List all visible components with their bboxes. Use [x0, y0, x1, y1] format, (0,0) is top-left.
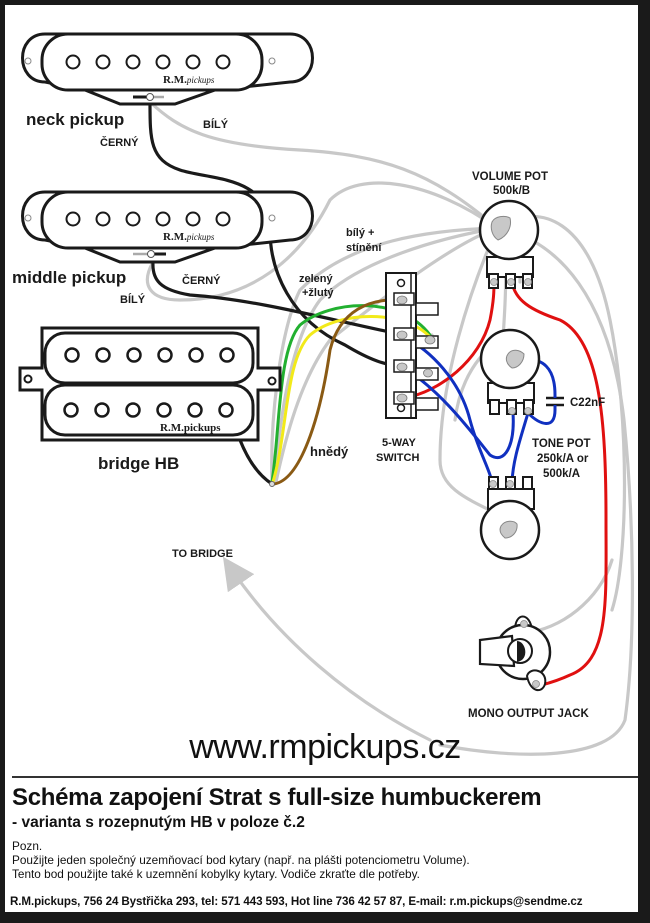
contact-info: R.M.pickups, 756 24 Bystřička 293, tel: …: [10, 895, 583, 908]
wire-red-vol-to-jack: [510, 280, 608, 688]
website-url: www.rmpickups.cz: [189, 728, 461, 766]
neck-white-wire-label: BÍLÝ: [203, 118, 229, 131]
middle-pickup: R.M.pickups: [21, 190, 314, 264]
tone-pot-label-1: TONE POT: [532, 438, 591, 450]
wire-shield-2: [272, 226, 499, 484]
middle-white-wire-label: BÍLÝ: [120, 293, 146, 306]
wire-blue-switch1-to-tone: [402, 335, 494, 484]
diagram-subtitle: - varianta s rozepnutým HB v poloze č.2: [12, 814, 305, 831]
diagram-title: Schéma zapojení Strat s full-size humbuc…: [12, 784, 542, 811]
tone-pot-label-3: 500k/A: [543, 468, 580, 480]
volume-pot-label-1: VOLUME POT: [472, 171, 548, 183]
diagram-sheet: [5, 5, 638, 912]
wire-blue-cap-to-lug3: [526, 408, 557, 425]
note-line-1: Použijte jeden společný uzemňovací bod k…: [12, 853, 470, 867]
capacitor: [546, 395, 564, 410]
tone-pot-2: [479, 476, 541, 561]
middle-pickup-label: middle pickup: [12, 268, 126, 287]
switch-label-1: 5-WAY: [382, 437, 416, 449]
bridge-pickup-label: bridge HB: [98, 454, 179, 473]
bridge-brand-label: R.M.pickups: [160, 422, 221, 434]
to-bridge-label: TO BRIDGE: [172, 548, 233, 560]
wire-jack-ground: [522, 558, 614, 635]
white-wires: [145, 100, 635, 756]
wire-vol-right-outer: [438, 226, 635, 756]
footer-divider: [12, 776, 638, 778]
note-heading: Pozn.: [12, 839, 43, 853]
middle-brand-label: R.M.pickups: [163, 231, 215, 243]
volume-pot: [478, 199, 540, 289]
wire-to-bridge: [222, 556, 432, 742]
white-shield-label-2: stínění: [346, 242, 382, 254]
middle-black-wire-label: ČERNÝ: [182, 274, 221, 287]
brown-wire-label: hnědý: [310, 444, 349, 459]
bridge-humbucker: R.M.pickups: [18, 326, 282, 487]
green-yellow-label-1: zelený: [299, 273, 334, 285]
wire-shield-1: [270, 226, 499, 482]
notes-block: Pozn. Použijte jeden společný uzemňovací…: [12, 839, 470, 881]
wire-brown: [272, 298, 404, 486]
neck-brand-label: R.M.pickups: [163, 74, 215, 86]
white-shield-label-1: bílý +: [346, 227, 374, 239]
wire-middle-white: [145, 181, 499, 302]
wire-shield-3: [274, 226, 499, 484]
wire-vol-to-right-loop: [495, 214, 627, 612]
note-line-2: Tento bod použijte také k uzemnění kobyl…: [12, 867, 420, 881]
neck-black-wire-label: ČERNÝ: [100, 136, 139, 149]
neck-pickup-label: neck pickup: [26, 110, 124, 129]
wire-hb-ground: [238, 438, 274, 486]
capacitor-label: C22nF: [570, 397, 605, 409]
output-jack: [478, 615, 552, 692]
tone-pot-1: [479, 328, 541, 415]
jack-label: MONO OUTPUT JACK: [468, 708, 589, 720]
wire-middle-black: [151, 260, 406, 337]
wire-blue-lug-to-tone2: [510, 411, 530, 484]
wire-blue-switch2-to-tone1: [402, 366, 515, 459]
neck-pickup: R.M.pickups: [21, 32, 314, 106]
switch-label-2: SWITCH: [376, 452, 419, 464]
wire-vol-to-tone2-back: [438, 226, 512, 522]
tone-pot-label-2: 250k/A or: [537, 453, 589, 465]
volume-pot-label-2: 500k/B: [493, 185, 530, 197]
green-yellow-label-2: +žlutý: [302, 287, 334, 299]
wire-neck-white: [148, 100, 499, 230]
five-way-switch: [385, 272, 439, 419]
